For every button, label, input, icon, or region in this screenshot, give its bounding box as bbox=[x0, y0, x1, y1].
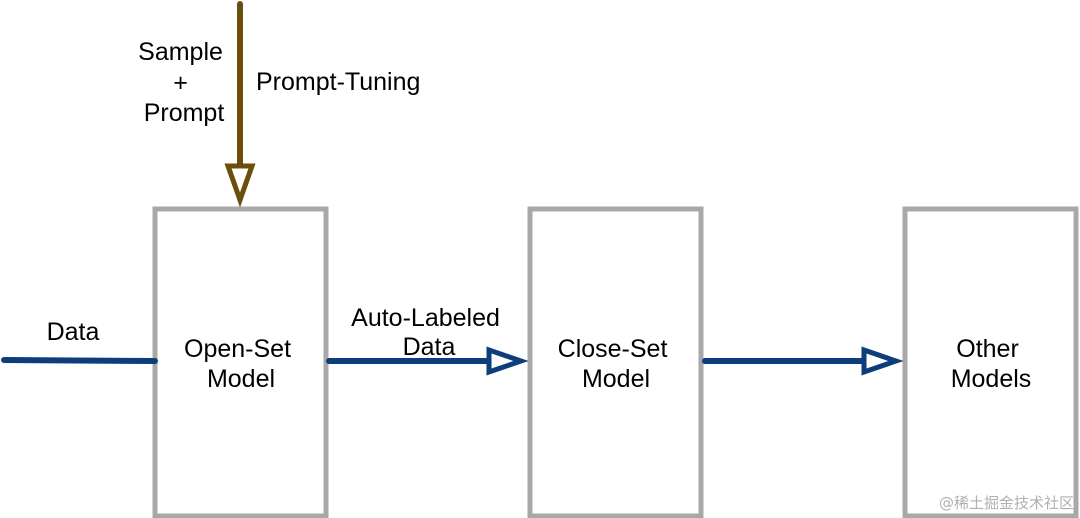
other-models-label: Other Models bbox=[951, 335, 1032, 393]
close-set-model-label: Close-Set Model bbox=[558, 335, 675, 393]
data-input-label: Data bbox=[47, 318, 100, 346]
auto-labeled-label-line-1: Auto-Labeled bbox=[351, 304, 500, 332]
prompt-tuning-label: Prompt-Tuning bbox=[256, 68, 420, 96]
other-models-box bbox=[902, 206, 1079, 518]
close-set-model-box bbox=[527, 206, 704, 518]
close-set-model-label-line-2: Model bbox=[582, 365, 650, 393]
prompt-input-label-line-3: Prompt bbox=[144, 99, 225, 127]
prompt-input-label-line-1: Sample bbox=[138, 38, 223, 66]
auto-labeled-arrow-head bbox=[486, 346, 529, 376]
other-models-label-line-2: Models bbox=[951, 365, 1032, 393]
other-models-label-line-1: Other bbox=[956, 335, 1019, 363]
open-set-model-label-line-1: Open-Set bbox=[184, 335, 291, 363]
data-input-line bbox=[1, 357, 158, 364]
open-set-model-label-line-2: Model bbox=[207, 365, 275, 393]
close-to-other-arrow-head bbox=[861, 346, 904, 376]
auto-labeled-label-line-2: Data bbox=[403, 333, 456, 361]
auto-labeled-label: Auto-Labeled Data bbox=[351, 304, 507, 361]
open-set-model-label: Open-Set Model bbox=[184, 335, 298, 393]
prompt-arrow-head bbox=[224, 163, 256, 208]
prompt-input-label: Sample + Prompt bbox=[138, 38, 230, 127]
watermark: @稀土掘金技术社区 bbox=[939, 494, 1074, 512]
prompt-input-label-line-2: + bbox=[173, 69, 188, 97]
close-set-model-label-line-1: Close-Set bbox=[558, 335, 668, 363]
